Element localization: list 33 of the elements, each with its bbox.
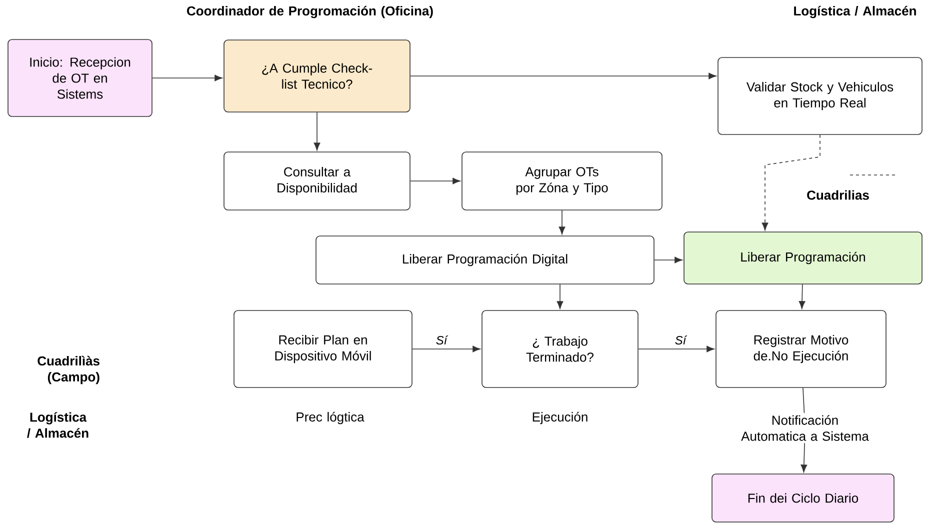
arrow	[654, 256, 682, 264]
start-box: Inicio: Recepcion de OT en Sistems	[8, 39, 152, 117]
edge-label: Sí	[436, 336, 448, 344]
process-box: Consultar a Disponibilidad	[224, 152, 410, 210]
edge-label: Sí	[675, 336, 688, 344]
stage-label: Ejecución	[532, 412, 588, 424]
arrow	[412, 346, 480, 352]
arrow	[314, 112, 320, 150]
arrow	[152, 74, 222, 82]
process-box: Liberar Programación Digital	[316, 236, 654, 284]
arrow	[556, 284, 564, 309]
step-text: Notificación Automatica a Sistema	[741, 415, 869, 441]
lane-label: Logística / Almacén	[794, 6, 916, 18]
process-box: Liberar Programación	[684, 232, 922, 284]
arrow	[410, 72, 716, 80]
decision-box: ¿A Cumple Check-list Tecnico?	[224, 40, 410, 112]
arrow	[558, 210, 566, 234]
arrow	[762, 134, 820, 230]
lane-label: Logística / Almacén	[27, 412, 88, 438]
process-box: Validar Stock y Vehiculos en Tiempo Real	[718, 57, 922, 135]
lane-label: Coordinador de Progromación (Oficina)	[187, 6, 433, 18]
arrow	[410, 178, 460, 184]
process-box: Agrupar OTs por Zóna y Tipo	[462, 152, 662, 210]
stage-label: Prec lógtica	[296, 412, 364, 424]
end-box: Fin dei Ciclo Diario	[712, 474, 894, 522]
process-box: Recibir Plan en Dispositivo Móvil	[234, 310, 412, 388]
decision-box: ¿ Trabajo Terminado?	[482, 310, 638, 388]
arrow	[800, 442, 808, 472]
arrow	[798, 284, 806, 309]
arrow	[638, 346, 714, 352]
lane-label: Cuadrilìàs (Campo)	[38, 356, 100, 384]
process-box: Registrar Motivo de.No Ejecución	[716, 310, 886, 388]
lane-label: Cuadrilias	[807, 190, 869, 200]
